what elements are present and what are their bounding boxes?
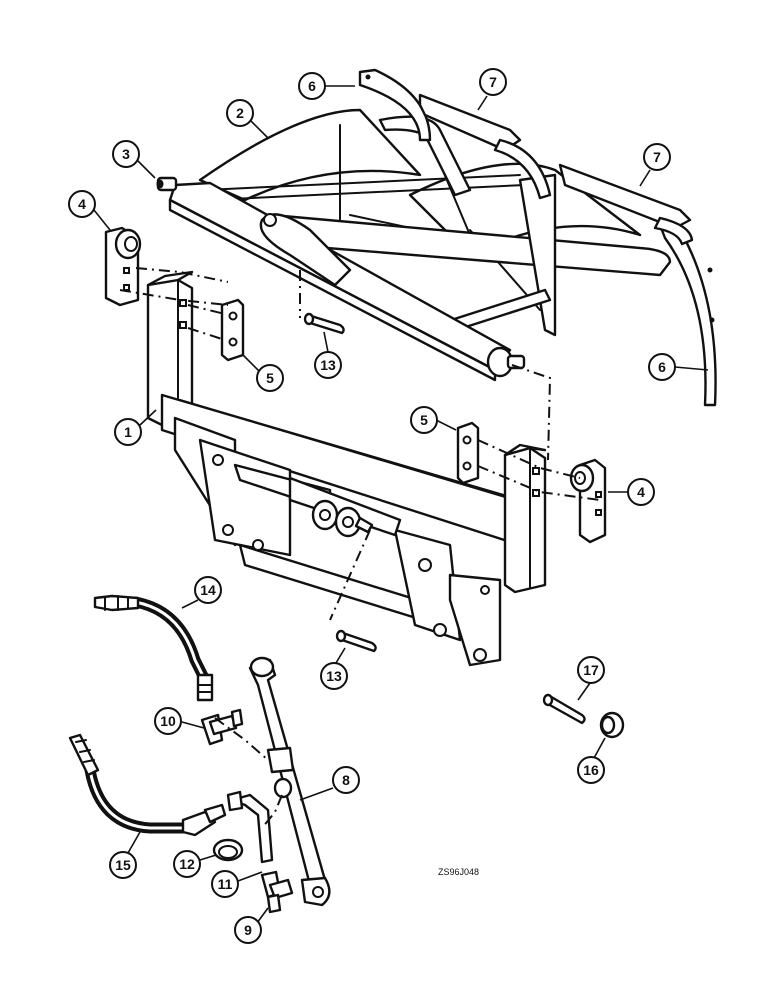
tube-fitting-11 (226, 790, 274, 864)
callout-14: 14 (181, 576, 222, 609)
tine-bracket-lower (558, 163, 694, 246)
pivot-bracket-left (104, 226, 142, 307)
tube-end-pin (156, 176, 178, 192)
svg-text:6: 6 (308, 78, 316, 94)
callout-13-lower: 13 (320, 647, 348, 690)
svg-text:13: 13 (326, 668, 342, 684)
tine-bracket-upper (418, 93, 552, 200)
callout-17: 17 (577, 656, 605, 701)
callout-10: 10 (154, 707, 205, 735)
svg-text:4: 4 (78, 196, 86, 212)
callout-15: 15 (109, 831, 141, 879)
svg-text:10: 10 (160, 713, 176, 729)
assembly-lines (119, 267, 601, 829)
svg-text:5: 5 (266, 370, 274, 386)
svg-text:3: 3 (122, 146, 130, 162)
callout-11: 11 (211, 870, 263, 898)
spacer-plate-left (220, 298, 245, 362)
drawing-code: ZS96J048 (438, 867, 479, 877)
callout-3: 3 (112, 140, 156, 179)
bushing-16 (599, 711, 625, 739)
curved-tine-upper (358, 68, 432, 142)
svg-text:13: 13 (320, 357, 336, 373)
callout-4-left: 4 (68, 190, 111, 231)
callout-5-right: 5 (410, 406, 457, 434)
main-mounting-frame (146, 270, 547, 667)
pin-upper (303, 312, 345, 335)
curved-tine-lower (658, 223, 717, 407)
pin-17 (542, 693, 586, 725)
upper-frame (168, 108, 672, 382)
elbow-fitting-10 (200, 708, 244, 746)
spacer-plate-right (456, 421, 480, 485)
svg-text:7: 7 (653, 149, 661, 165)
hydraulic-hose-upper (93, 594, 214, 702)
svg-text:17: 17 (583, 662, 599, 678)
svg-text:5: 5 (420, 412, 428, 428)
svg-text:8: 8 (342, 772, 350, 788)
callout-9: 9 (234, 907, 269, 944)
svg-text:1: 1 (124, 424, 132, 440)
svg-text:7: 7 (489, 74, 497, 90)
svg-text:4: 4 (637, 484, 645, 500)
callouts: 1 2 3 4 4 5 5 (68, 68, 709, 944)
callout-1: 1 (114, 409, 157, 446)
pivot-bracket-right (569, 458, 607, 544)
svg-text:12: 12 (179, 856, 195, 872)
callout-4-right: 4 (608, 478, 655, 506)
callout-7-top: 7 (477, 68, 507, 111)
svg-text:15: 15 (115, 857, 131, 873)
callout-5-left: 5 (242, 354, 284, 392)
callout-6-right: 6 (648, 353, 709, 381)
elbow-fitting-9 (260, 870, 294, 914)
svg-text:16: 16 (583, 762, 599, 778)
callout-6-top: 6 (298, 72, 355, 100)
hydraulic-hose-lower (68, 733, 227, 837)
svg-text:6: 6 (658, 359, 666, 375)
svg-text:2: 2 (236, 105, 244, 121)
svg-text:9: 9 (244, 922, 252, 938)
svg-text:11: 11 (218, 876, 233, 892)
pin-lower (335, 629, 377, 653)
callout-16: 16 (577, 737, 606, 784)
callout-12: 12 (173, 850, 217, 878)
clamp-12 (212, 838, 244, 862)
callout-7-right: 7 (639, 143, 671, 187)
callout-8: 8 (299, 766, 360, 801)
svg-text:14: 14 (200, 582, 216, 598)
hydraulic-cylinder-8 (248, 656, 331, 907)
callout-2: 2 (226, 99, 269, 139)
callout-13-upper: 13 (314, 331, 342, 379)
